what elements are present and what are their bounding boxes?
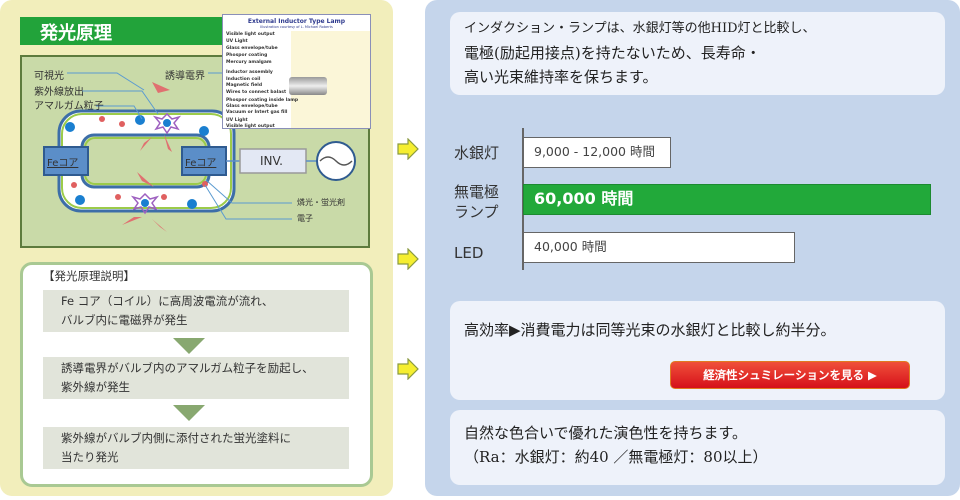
step-3: 紫外線がバルブ内側に添付された蛍光塗料に当たり発光 — [43, 427, 349, 469]
yellow-arrow-icon — [397, 248, 419, 270]
category-label-line: 無電極 — [454, 183, 500, 201]
illustration-label: Visible light output — [226, 124, 275, 129]
cost-simulation-button[interactable]: 経済性シュミレーションを見る ▶ — [670, 361, 910, 389]
intro-card: インダクション・ランプは、水銀灯等の他HID灯と比較し、 電極(励起用接点)を持… — [450, 12, 945, 95]
illustration-title: External Inductor Type Lamp — [247, 18, 346, 25]
bar-electrodeless-lamp: 60,000 時間 — [523, 184, 931, 215]
features-panel: インダクション・ランプは、水銀灯等の他HID灯と比較し、 電極(励起用接点)を持… — [425, 0, 960, 496]
intro-text: インダクション・ランプは、水銀灯等の他HID灯と比較し、 — [464, 21, 816, 36]
illustration-label: Induction coil — [226, 77, 261, 82]
fe-core-left: Feコア — [47, 158, 79, 169]
explanation-title: 【発光原理説明】 — [43, 269, 135, 283]
inductor-lamp-illustration: External Inductor Type Lamp Illustration… — [222, 14, 371, 129]
illustration-label: Mercury amalgam — [226, 60, 272, 65]
color-rendering-text: 自然な色合いで優れた演色性を持ちます。 — [464, 424, 748, 442]
chart-axis — [522, 128, 524, 270]
illustration-label: Magnetic field — [226, 83, 263, 88]
step-text: 紫外線が発生 — [61, 380, 130, 394]
category-label: 無電極ランプ — [454, 182, 499, 222]
bar-led: 40,000 時間 — [523, 232, 795, 263]
principle-explanation: 【発光原理説明】 Fe コア（コイル）に高周波電流が流れ、バルブ内に電磁界が発生… — [20, 262, 373, 487]
step-1: Fe コア（コイル）に高周波電流が流れ、バルブ内に電磁界が発生 — [43, 290, 349, 332]
step-text: Fe コア（コイル）に高周波電流が流れ、 — [61, 294, 274, 308]
illustration-label: Inductor assembly — [226, 70, 273, 75]
illustration-label: Glass envelope/tube — [226, 46, 278, 51]
intro-text: 電極(励起用接点)を持たないため、長寿命・ — [464, 44, 761, 62]
label-visible-light: 可視光 — [34, 71, 64, 82]
illustration-label: Phospor coating inside lamp — [226, 98, 299, 103]
principle-title: 発光原理 — [20, 17, 222, 45]
inverter-label: INV. — [260, 154, 283, 168]
label-uv-emission: 紫外線放出 — [34, 87, 84, 98]
illustration-label: Wires to connect balast — [226, 90, 287, 95]
illustration-credit: Illustration courtesy of L. Michael Robe… — [260, 25, 333, 29]
step-text: 当たり発光 — [61, 450, 119, 464]
bar-mercury-lamp: 9,000 - 12,000 時間 — [523, 137, 671, 168]
fe-core-right: Feコア — [185, 158, 217, 169]
lamp-diagram-graphic — [43, 72, 356, 232]
down-arrow-icon — [173, 338, 205, 354]
step-text: 誘導電界がバルブ内のアマルガム粒子を励起し、 — [61, 361, 314, 375]
label-amalgam: アマルガム粒子 — [34, 101, 104, 112]
principle-panel: 発光原理 可視光 紫外線放出 アマルガム粒子 誘導電界 Feコア Feコア IN… — [0, 0, 393, 496]
yellow-arrow-icon — [397, 358, 419, 380]
category-label: LED — [454, 244, 484, 262]
step-2: 誘導電界がバルブ内のアマルガム粒子を励起し、紫外線が発生 — [43, 357, 349, 399]
step-text: 紫外線がバルブ内側に添付された蛍光塗料に — [61, 431, 291, 445]
down-arrow-icon — [173, 405, 205, 421]
color-rendering-text: （Ra：水銀灯：約40 ／無電極灯：80以上） — [464, 448, 768, 466]
illustration-label: UV Light — [226, 118, 248, 123]
illustration-label: UV Light — [226, 39, 248, 44]
label-induced-field: 誘導電界 — [165, 71, 205, 82]
illustration-label: Visible light output — [226, 32, 275, 37]
category-label-line: ランプ — [454, 203, 499, 221]
illustration-label: Vacuum or Intert gas fill — [226, 110, 288, 115]
category-label: 水銀灯 — [454, 144, 500, 162]
yellow-arrow-icon — [397, 138, 419, 160]
label-electron: 電子 — [297, 214, 313, 223]
efficiency-text: 高効率▶消費電力は同等光束の水銀灯と比較し約半分。 — [464, 321, 836, 339]
intro-text: 高い光束維持率を保ちます。 — [464, 68, 658, 86]
label-phosphor: 燐光・蛍光剤 — [297, 198, 345, 207]
color-rendering-card: 自然な色合いで優れた演色性を持ちます。 （Ra：水銀灯：約40 ／無電極灯：80… — [450, 410, 945, 485]
illustration-label: Phospor coating — [226, 53, 268, 58]
illustration-label: Glass envelope/tube — [226, 104, 278, 109]
step-text: バルブ内に電磁界が発生 — [61, 313, 188, 327]
